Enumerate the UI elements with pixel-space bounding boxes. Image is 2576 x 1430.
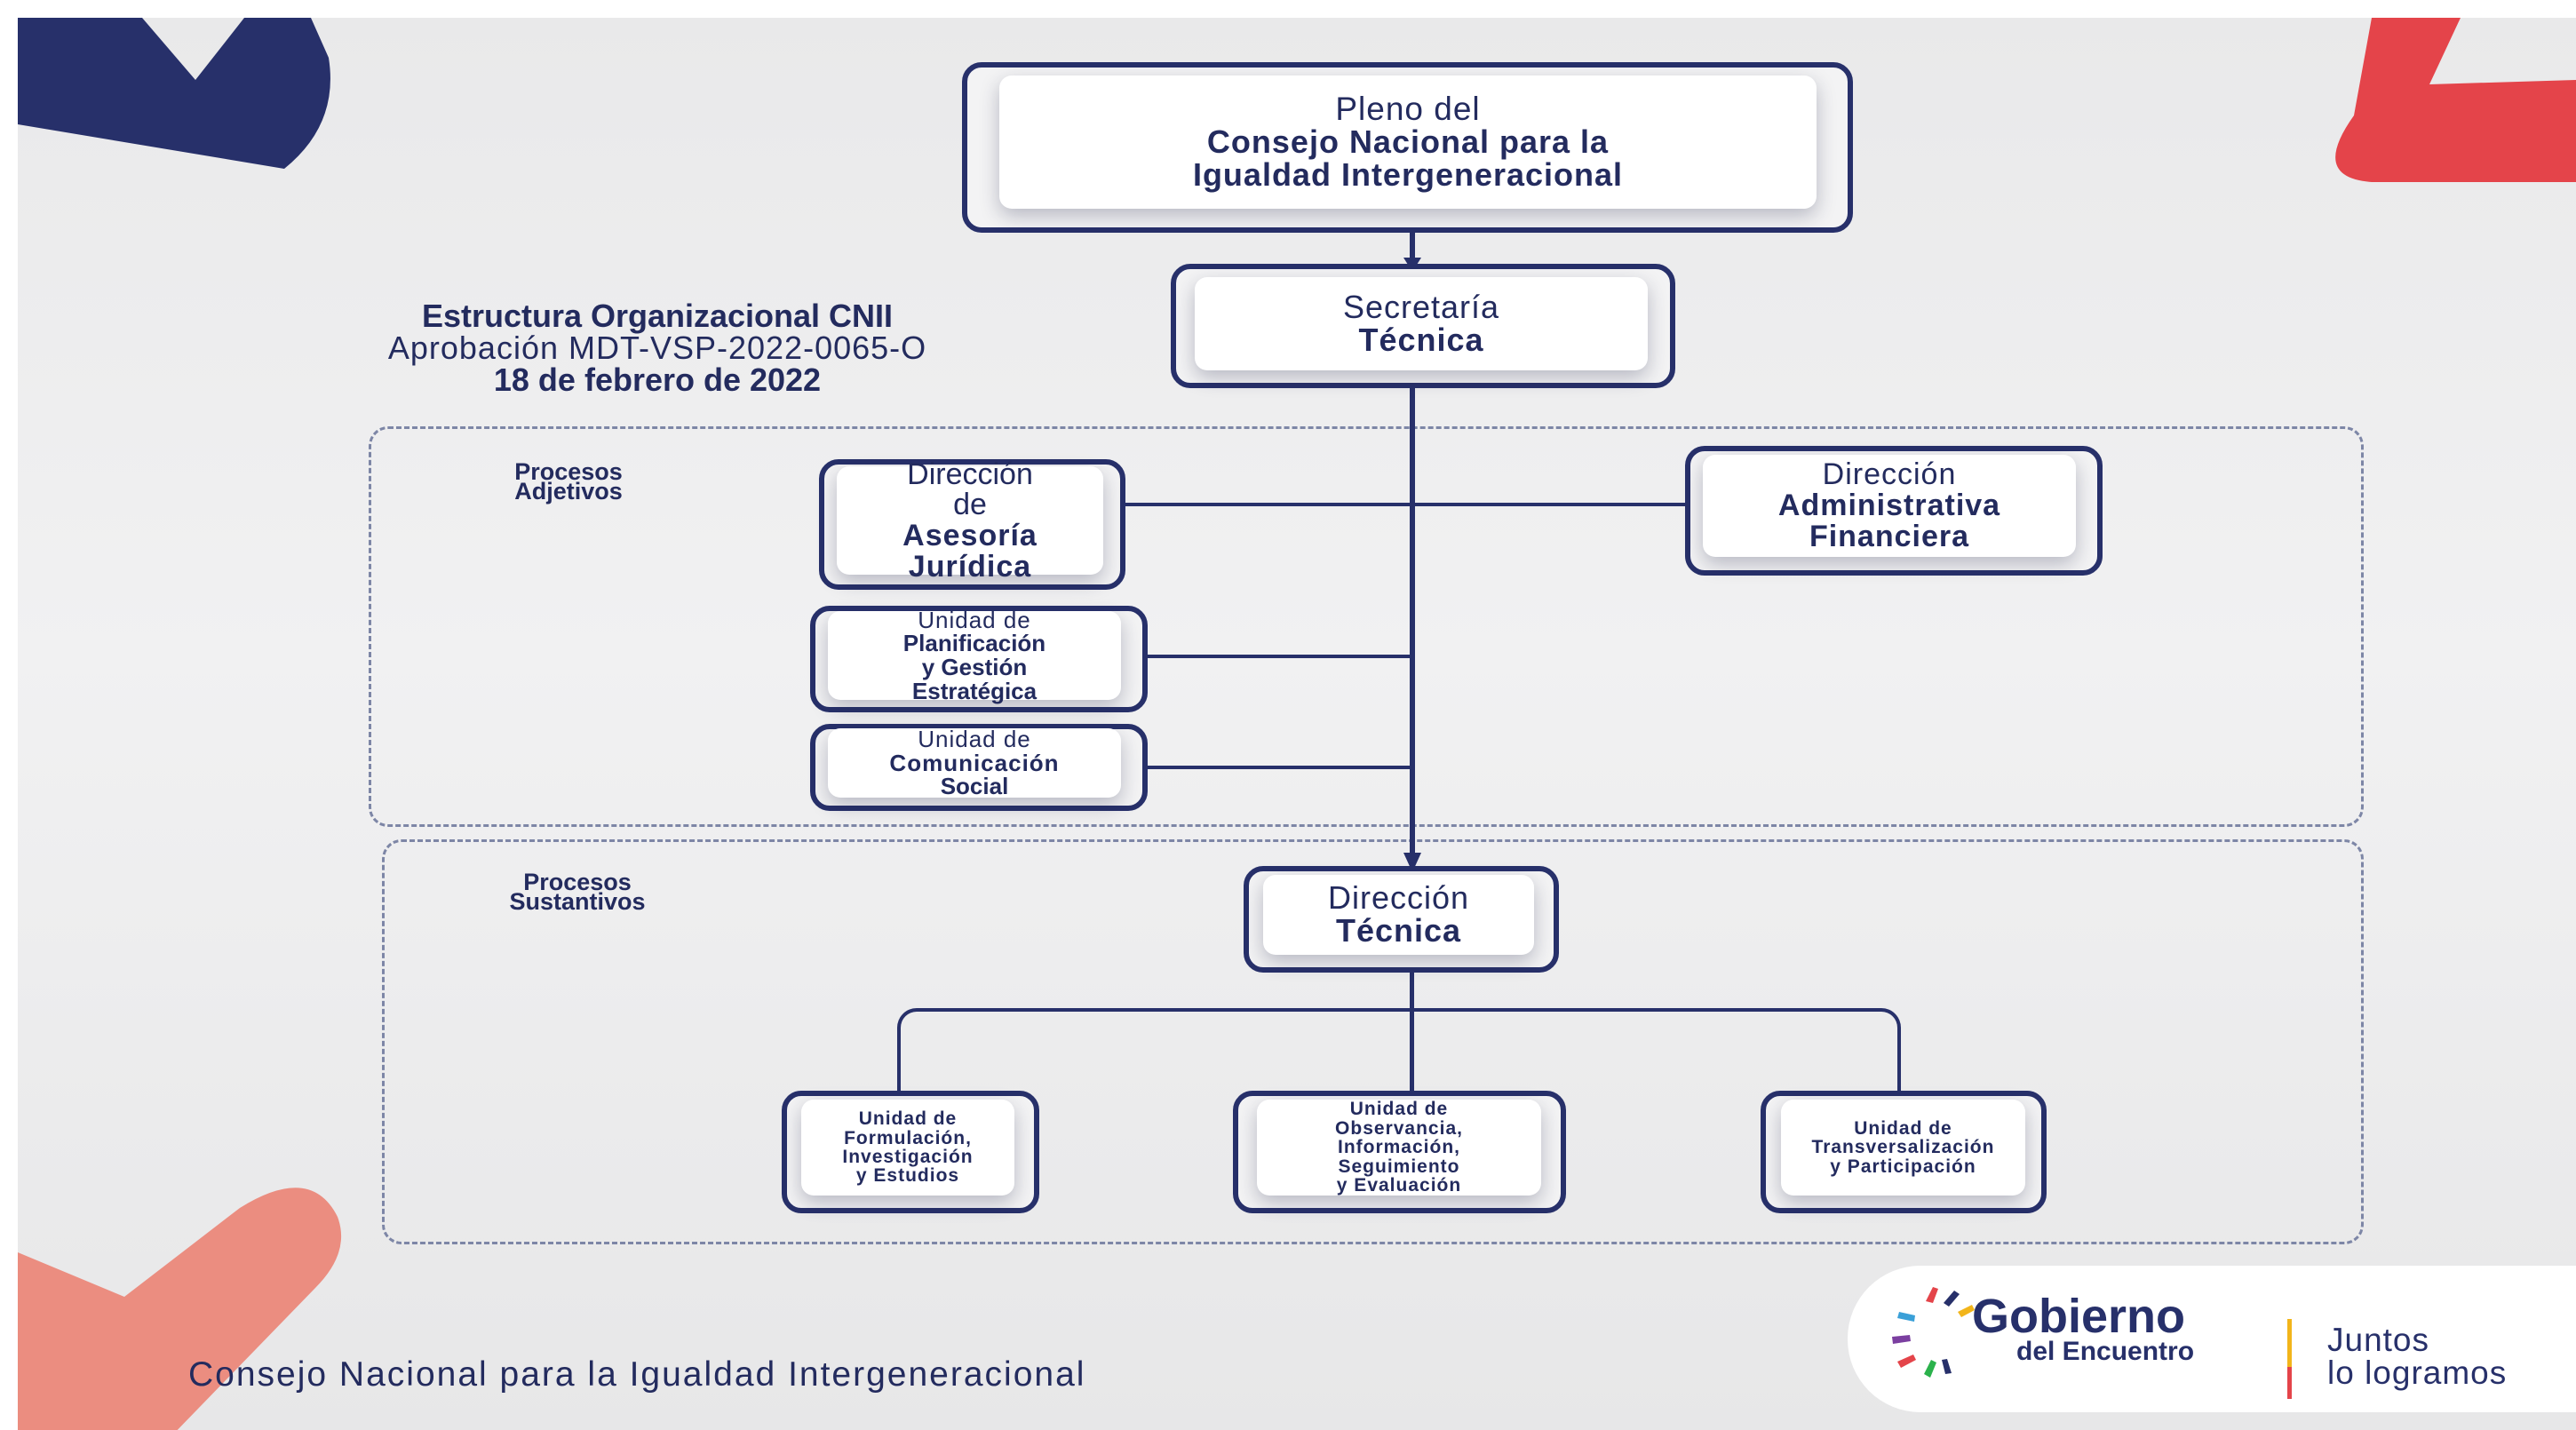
gobierno-logo: Gobierno del Encuentro Juntos lo logramo… bbox=[1848, 1266, 2576, 1412]
administrativa-card: Dirección Administrativa Financiera bbox=[1703, 455, 2076, 557]
direccion-tecnica-card: Dirección Técnica bbox=[1263, 875, 1534, 955]
connector-tecnica-down bbox=[1410, 964, 1414, 1097]
observancia-line5: y Evaluación bbox=[1336, 1175, 1462, 1196]
connector-planificacion bbox=[1146, 655, 1412, 658]
formulacion-card: Unidad de Formulación, Investigación y E… bbox=[801, 1100, 1014, 1196]
formulacion-line3: Investigación bbox=[842, 1147, 974, 1167]
logo-name: Gobierno del Encuentro bbox=[1972, 1290, 2195, 1367]
transversalizacion-card: Unidad de Transversalización y Participa… bbox=[1781, 1100, 2025, 1196]
pleno-card: Pleno del Consejo Nacional para la Igual… bbox=[999, 75, 1817, 209]
administrativa-line2: Administrativa bbox=[1777, 489, 2001, 523]
planificacion-line1: Unidad de bbox=[918, 606, 1031, 633]
sustantivos-region bbox=[382, 839, 2364, 1244]
transversalizacion-line3: y Participación bbox=[1830, 1156, 1976, 1177]
juridica-line1: Dirección bbox=[907, 457, 1033, 491]
salmon-corner-shape bbox=[18, 1188, 342, 1430]
chart-title: Estructura Organizacional CNII bbox=[421, 298, 894, 334]
observancia-card: Unidad de Observancia, Información, Segu… bbox=[1257, 1100, 1541, 1196]
connector-juridica-administrativa bbox=[1124, 503, 1692, 506]
formulacion-line2: Formulación, bbox=[844, 1127, 972, 1148]
secretaria-card: Secretaría Técnica bbox=[1195, 277, 1648, 370]
adjetivos-label-line2: Adjetivos bbox=[514, 478, 623, 505]
juridica-line3: Asesoría bbox=[902, 519, 1038, 552]
comunicacion-line2: Comunicación bbox=[889, 749, 1060, 776]
logo-divider bbox=[2287, 1319, 2292, 1399]
pleno-line1: Pleno del bbox=[1335, 91, 1481, 128]
adjetivos-region bbox=[369, 426, 2364, 827]
planificacion-card: Unidad de Planificación y Gestión Estrat… bbox=[828, 606, 1121, 704]
planificacion-line3: y Gestión bbox=[921, 654, 1028, 680]
comunicacion-line1: Unidad de bbox=[918, 726, 1031, 753]
adjetivos-label: Procesos Adjetivos bbox=[480, 458, 657, 505]
connector-comunicacion bbox=[1146, 766, 1412, 769]
observancia-line3: Información, bbox=[1337, 1137, 1460, 1158]
sustantivos-label-line2: Sustantivos bbox=[509, 888, 646, 916]
approval-date: 18 de febrero de 2022 bbox=[493, 361, 822, 398]
logo-name-line2: del Encuentro bbox=[2016, 1337, 2195, 1367]
connector-bracket bbox=[897, 1008, 1901, 1097]
direccion-tecnica-line1: Dirección bbox=[1327, 879, 1470, 917]
observancia-line2: Observancia, bbox=[1335, 1117, 1463, 1139]
logo-slogan-line2: lo logramos bbox=[2327, 1355, 2508, 1391]
comunicacion-card: Unidad de Comunicación Social bbox=[828, 726, 1121, 800]
chart-header: Estructura Organizacional CNII Aprobació… bbox=[213, 300, 1101, 396]
adjetivos-label-line1: Procesos bbox=[514, 458, 623, 485]
juridica-card: Dirección de Asesoría Jurídica bbox=[837, 458, 1103, 582]
administrativa-line3: Financiera bbox=[1809, 519, 1970, 553]
juridica-line2: de bbox=[953, 488, 987, 522]
direccion-tecnica-line2: Técnica bbox=[1335, 912, 1462, 949]
transversalizacion-line2: Transversalización bbox=[1811, 1137, 1995, 1158]
pleno-line2: Consejo Nacional para la bbox=[1206, 123, 1610, 161]
transversalizacion-line1: Unidad de bbox=[1854, 1117, 1952, 1139]
observancia-line4: Seguimiento bbox=[1338, 1156, 1460, 1177]
approval-reference: Aprobación MDT-VSP-2022-0065-O bbox=[387, 330, 927, 366]
logo-arrows-icon bbox=[1892, 1287, 1975, 1378]
logo-slogan-line1: Juntos bbox=[2327, 1322, 2430, 1358]
observancia-line1: Unidad de bbox=[1349, 1099, 1449, 1120]
pleno-line3: Igualdad Intergeneracional bbox=[1192, 155, 1624, 193]
navy-corner-shape bbox=[18, 18, 330, 169]
planificacion-line4: Estratégica bbox=[911, 677, 1038, 704]
sustantivos-label-line1: Procesos bbox=[523, 869, 632, 895]
juridica-line4: Jurídica bbox=[908, 549, 1032, 584]
comunicacion-line3: Social bbox=[940, 773, 1009, 800]
formulacion-line4: y Estudios bbox=[855, 1165, 960, 1187]
formulacion-line1: Unidad de bbox=[858, 1108, 958, 1130]
planificacion-line2: Planificación bbox=[902, 630, 1046, 657]
secretaria-line2: Técnica bbox=[1358, 321, 1484, 358]
sustantivos-label: Procesos Sustantivos bbox=[489, 869, 666, 916]
red-corner-shape bbox=[2335, 18, 2576, 182]
logo-name-line1: Gobierno bbox=[1972, 1290, 2185, 1343]
logo-slogan: Juntos lo logramos bbox=[2327, 1323, 2507, 1389]
administrativa-line1: Dirección bbox=[1822, 457, 1957, 492]
footer-institution-name: Consejo Nacional para la Igualdad Interg… bbox=[188, 1355, 1086, 1394]
main-trunk-line bbox=[1410, 231, 1415, 870]
secretaria-line1: Secretaría bbox=[1342, 288, 1500, 325]
org-chart-canvas: Estructura Organizacional CNII Aprobació… bbox=[18, 18, 2576, 1430]
